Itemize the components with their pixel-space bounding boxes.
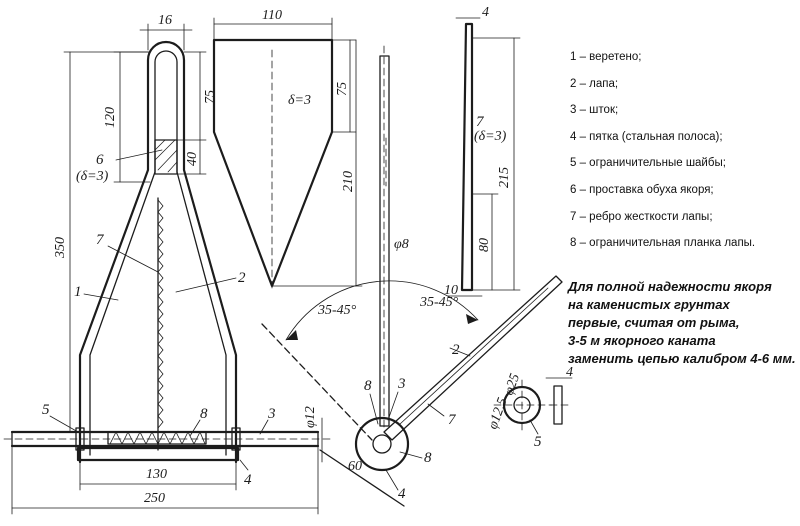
right-fluke-rib — [399, 287, 549, 425]
dim-80-value: 80 — [477, 238, 492, 252]
side-leader-4 — [385, 469, 399, 491]
angle-left-value: 35-45° — [317, 303, 357, 318]
leader-8 — [189, 419, 201, 437]
washer-detail: 4 φ25 φ12,5 5 — [486, 365, 573, 450]
legend-item-5: 5 – ограничительные шайбы; — [570, 157, 726, 170]
anchor-side-view: 35-45° 35-45° 2 7 8 3 8 4 60 — [261, 275, 563, 507]
spacer-hatch-2 — [154, 139, 176, 161]
side-leader-7 — [427, 403, 445, 417]
dim-110-value: 110 — [262, 8, 282, 23]
note-line-4: 3-5 м якорного каната — [568, 333, 716, 348]
spacer-hatch-3 — [157, 149, 178, 171]
stock-rod — [379, 55, 390, 427]
fluke-outline — [212, 38, 334, 288]
side-leader-8a — [369, 393, 379, 425]
note-line-2: на каменистых грунтах — [568, 297, 730, 312]
legend-item-7: 7 – ребро жесткости лапы; — [570, 210, 713, 223]
washer-outer-diameter: φ25 — [502, 372, 524, 398]
rib-outline — [460, 22, 474, 292]
label-5: 5 — [42, 402, 50, 418]
fluke-thickness: δ=3 — [288, 93, 311, 108]
side-leader-8b — [399, 451, 423, 459]
side-label-4: 4 — [398, 486, 406, 502]
spacer-block — [154, 139, 178, 175]
washer-right — [231, 427, 241, 451]
label-6-thickness: (δ=3) — [76, 169, 109, 184]
leader-5 — [49, 415, 79, 433]
dim-350-value: 350 — [53, 237, 68, 259]
rib-label: 7 — [476, 114, 485, 130]
label-8: 8 — [200, 406, 208, 422]
dim-250-value: 250 — [144, 491, 165, 506]
parts-legend: 1 – веретено; 2 – лапа; 3 – шток; 4 – пя… — [570, 50, 795, 263]
legend-item-1: 1 – веретено; — [570, 51, 642, 63]
anchor-front-view: 16 120 75 40 350 6 (δ=3) 1 7 2 5 8 — [3, 13, 331, 515]
right-fluke — [383, 275, 563, 441]
dim-rib-4-value: 4 — [482, 5, 489, 20]
shank-rod-inner — [89, 50, 227, 456]
label-6: 6 — [96, 152, 104, 168]
stock-diameter: φ8 — [394, 237, 409, 252]
side-label-3: 3 — [397, 376, 406, 392]
spacer-hatch-4 — [167, 161, 178, 173]
washer-leader-5 — [529, 419, 539, 435]
dim-75-value: 75 — [203, 90, 218, 104]
leader-6 — [115, 149, 163, 161]
angle-right-value: 35-45° — [419, 295, 459, 310]
dim-40-value: 40 — [185, 152, 200, 166]
dim-215-value: 215 — [497, 167, 512, 188]
label-2: 2 — [238, 270, 246, 286]
dim-130-value: 130 — [146, 467, 167, 482]
leader-4 — [239, 459, 249, 471]
crown-circle-inner — [372, 434, 392, 454]
fluke-detail: δ=3 110 75 210 — [212, 8, 363, 291]
side-label-8b: 8 — [424, 450, 432, 466]
washer-label-5: 5 — [534, 434, 542, 450]
legend-item-3: 3 – шток; — [570, 104, 619, 117]
washer-thickness: 4 — [566, 365, 573, 380]
leader-7 — [107, 245, 159, 273]
reliability-note: Для полной надежности якоря на каменисты… — [568, 278, 798, 368]
side-label-8a: 8 — [364, 378, 372, 394]
angle-arc — [285, 280, 479, 341]
base-line — [319, 449, 405, 507]
dim-phi12-value: φ12 — [303, 406, 318, 428]
left-fluke-dashed — [261, 323, 373, 441]
stock-detail: φ8 — [379, 45, 409, 431]
leader-3 — [259, 419, 269, 435]
leader-1 — [83, 293, 119, 301]
note-line-1: Для полной надежности якоря — [568, 279, 772, 294]
label-1: 1 — [74, 284, 82, 300]
legend-item-2: 2 – лапа; — [570, 77, 619, 90]
leader-2 — [175, 277, 237, 293]
crown-circle-outer — [354, 416, 410, 472]
side-leader-3 — [387, 391, 399, 421]
side-angle-60: 60 — [348, 459, 362, 474]
note-line-5: заменить цепью калибром 4-6 мм. — [568, 351, 796, 366]
legend-item-4: 4 – пятка (стальная полоса); — [570, 130, 723, 143]
side-leader-2 — [449, 347, 471, 357]
dim-120-value: 120 — [103, 107, 118, 128]
note-line-3: первые, считая от рыма, — [568, 315, 740, 330]
dim-16-value: 16 — [158, 13, 172, 28]
legend-item-6: 6 – проставка обуха якоря; — [570, 183, 714, 196]
angle-arrow-right — [466, 314, 478, 324]
rib-serration — [157, 199, 164, 429]
label-7: 7 — [96, 232, 105, 248]
crown-strip — [76, 446, 240, 462]
rib-detail: 7 (δ=3) 4 215 80 10 — [444, 5, 521, 298]
spacer-hatch-1 — [154, 139, 166, 151]
label-4: 4 — [244, 472, 252, 488]
dim-fluke-75-value: 75 — [335, 82, 350, 96]
legend-item-8: 8 – ограничительная планка лапы. — [570, 237, 756, 250]
dim-210-value: 210 — [341, 171, 356, 192]
washer-left — [75, 427, 85, 451]
dim-10-value: 10 — [444, 283, 458, 298]
angle-arrow-left — [286, 330, 298, 340]
shank-rod-outer — [78, 40, 238, 464]
side-label-7: 7 — [448, 412, 457, 428]
rib-thickness: (δ=3) — [474, 129, 507, 144]
label-3: 3 — [267, 406, 276, 422]
